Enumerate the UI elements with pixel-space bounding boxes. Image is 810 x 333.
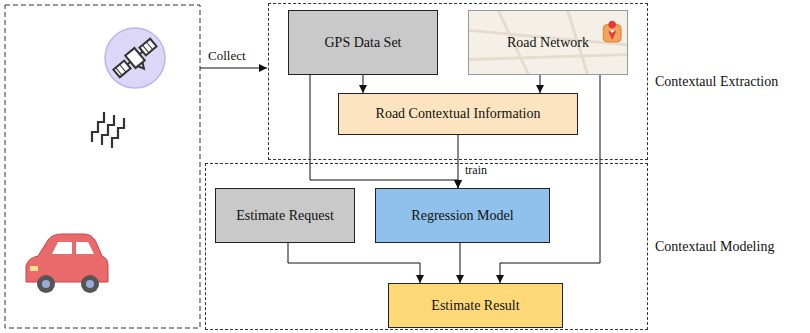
edge-label: train [463, 164, 489, 177]
road-network-box: Road Network [468, 10, 628, 75]
satellite-icon [105, 28, 165, 88]
box-label: Road Contextual Information [376, 106, 541, 122]
car-icon [26, 234, 108, 293]
flow-arrow [288, 243, 420, 283]
box-label: Estimate Request [236, 208, 334, 224]
result-box: Estimate Result [388, 283, 563, 328]
collect-arrow [200, 68, 267, 69]
box-label: Estimate Result [431, 298, 519, 314]
flow-arrow [458, 135, 459, 188]
box-label: Regression Model [411, 208, 513, 224]
box-label: Road Network [507, 35, 589, 51]
signal-waves [92, 112, 124, 148]
region-heading: Contextaul Extraction [655, 74, 778, 90]
extraction-region: Contextaul ExtractionGPS Data SetRoad Ne… [268, 3, 648, 160]
box-label: GPS Data Set [325, 35, 402, 51]
flow-arrow [540, 75, 541, 93]
process-box: Road Contextual Information [338, 93, 578, 135]
source-region [5, 5, 200, 328]
arrow-label: Collect [206, 48, 248, 64]
flow-arrow [363, 75, 364, 93]
request-box: Estimate Request [215, 188, 355, 243]
model-box: Regression Model [375, 188, 550, 243]
modeling-region: Contextaul ModelingEstimate RequestRegre… [205, 163, 648, 330]
flow-arrow [460, 243, 461, 283]
data-box: GPS Data Set [288, 10, 438, 75]
region-heading: Contextaul Modeling [655, 239, 774, 255]
